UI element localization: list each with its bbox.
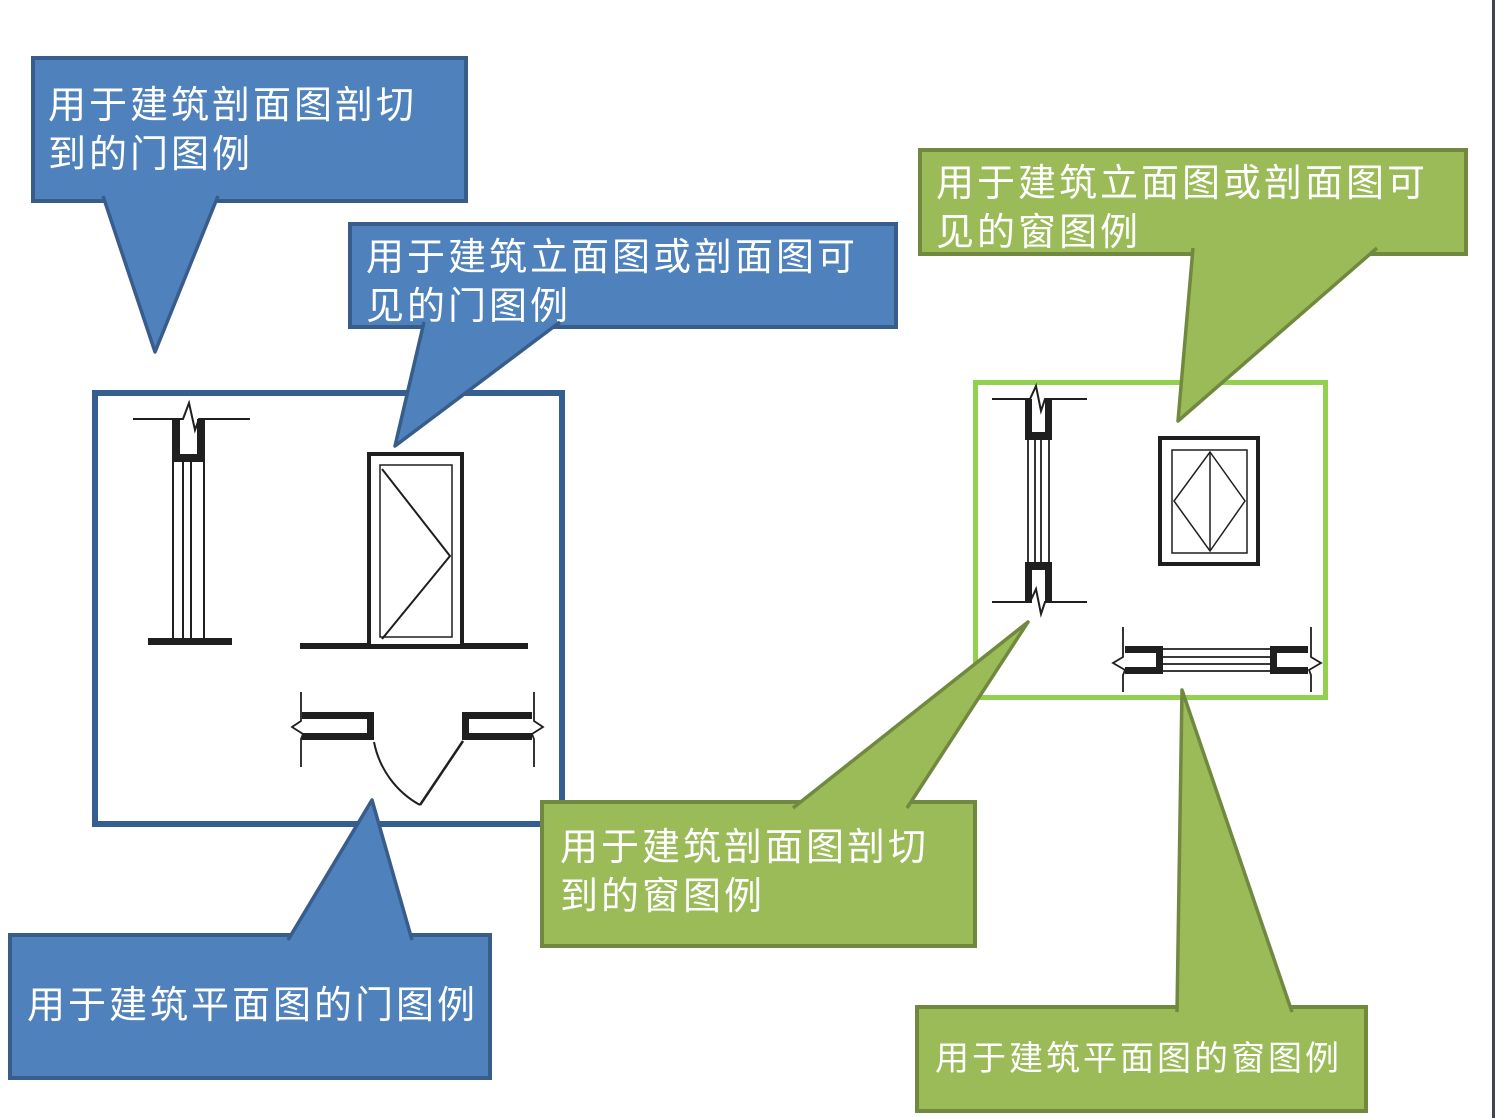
callout-text-line: 见的窗图例 — [936, 212, 1142, 254]
window-section-cut-symbol — [992, 382, 1087, 618]
callout-text-line: 用于建筑立面图或剖面图可 — [366, 237, 859, 279]
callout-text-line: 用于建筑立面图或剖面图可 — [936, 163, 1429, 205]
window-symbols-drawing — [992, 382, 1323, 692]
window-right-edge-line — [1492, 0, 1495, 1118]
callout-text-line: 用于建筑平面图的门图例 — [27, 985, 479, 1027]
window-plan-symbol — [1111, 627, 1323, 692]
callout-window-elevation: 用于建筑立面图或剖面图可 见的窗图例 — [918, 148, 1468, 256]
door-symbols-drawing — [133, 399, 545, 806]
callout-tail-window-plan — [1175, 688, 1294, 1013]
callout-text-line: 用于建筑剖面图剖切 — [48, 85, 418, 127]
callout-window-plan: 用于建筑平面图的窗图例 — [915, 1005, 1368, 1113]
callout-text-line: 见的门图例 — [366, 286, 572, 328]
callout-door-plan: 用于建筑平面图的门图例 — [8, 933, 492, 1080]
door-section-cut-symbol — [133, 399, 250, 645]
callout-text-line: 用于建筑平面图的窗图例 — [935, 1040, 1342, 1078]
door-legend-box — [92, 390, 565, 827]
callout-tail-door-section — [101, 195, 220, 354]
callout-window-section: 用于建筑剖面图剖切 到的窗图例 — [540, 800, 977, 948]
door-plan-symbol — [290, 692, 545, 806]
callout-door-section: 用于建筑剖面图剖切 到的门图例 — [31, 56, 468, 203]
callout-text-line: 到的门图例 — [48, 134, 254, 176]
callout-door-elevation: 用于建筑立面图或剖面图可 见的门图例 — [348, 222, 898, 329]
window-legend-box — [973, 380, 1328, 700]
callout-text-line: 到的窗图例 — [560, 876, 766, 918]
callout-text-line: 用于建筑剖面图剖切 — [560, 827, 930, 869]
window-elevation-visible-symbol — [1158, 436, 1260, 566]
door-elevation-visible-symbol — [300, 452, 528, 649]
